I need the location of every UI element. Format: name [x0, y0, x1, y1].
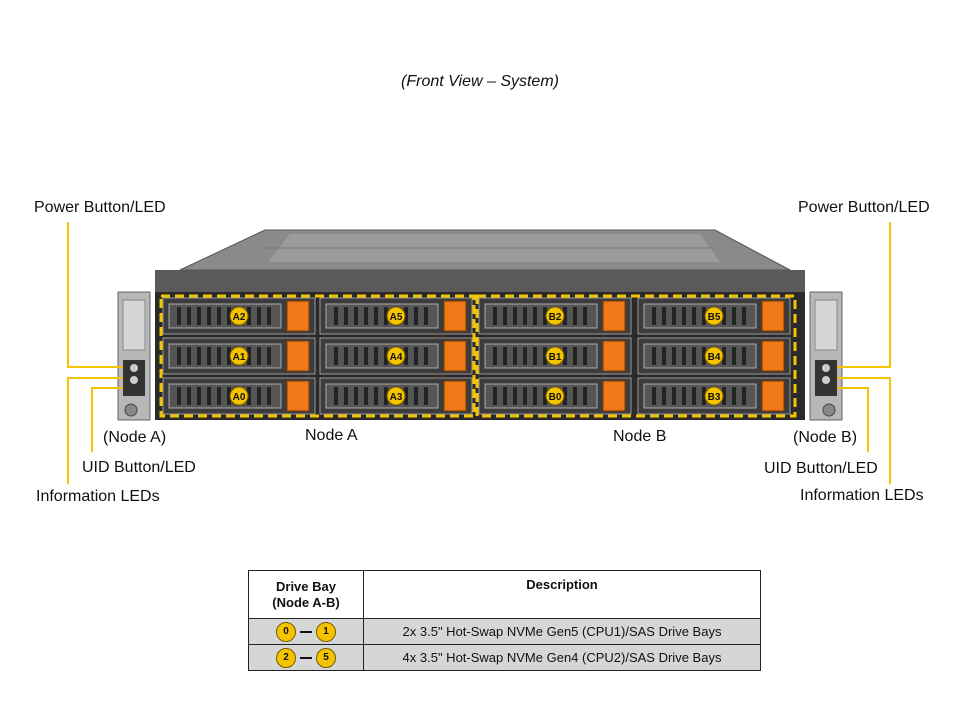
node-b-outline — [475, 294, 797, 418]
table-header-bay: Drive Bay (Node A-B) — [248, 570, 364, 619]
bay-label: A5 — [390, 312, 403, 323]
drive-bay-a0[interactable]: A0 — [162, 377, 316, 415]
node-a-outline — [159, 294, 476, 418]
bay-label-badge — [545, 386, 565, 406]
bay-label: B5 — [708, 312, 721, 323]
drive-bay-a3[interactable]: A3 — [319, 377, 473, 415]
leader-right-info — [837, 377, 891, 484]
bay-badge: 1 — [316, 621, 336, 642]
callout-right-uid: UID Button/LED — [764, 460, 878, 477]
drive-latch[interactable] — [761, 300, 785, 332]
drive-latch[interactable] — [602, 340, 626, 372]
bay-label-badge — [704, 306, 724, 326]
leader-right-uid — [837, 387, 869, 452]
drive-latch[interactable] — [443, 300, 467, 332]
callout-right-power: Power Button/LED — [798, 199, 930, 216]
leader-right-power — [837, 222, 891, 368]
bay-label: B4 — [708, 352, 721, 363]
label-node-a: Node A — [305, 427, 358, 444]
drive-bay-b4[interactable]: B4 — [637, 337, 791, 375]
drive-latch[interactable] — [761, 380, 785, 412]
bay-label-badge — [545, 346, 565, 366]
drive-latch[interactable] — [602, 300, 626, 332]
chassis-front-bezel — [155, 270, 805, 292]
drive-bay-a2[interactable]: A2 — [162, 297, 316, 335]
label-node-b: Node B — [613, 428, 667, 445]
bay-label-badge — [386, 306, 406, 326]
bay-label: B3 — [708, 392, 721, 403]
drive-latch[interactable] — [443, 340, 467, 372]
drive-bay-a5[interactable]: A5 — [319, 297, 473, 335]
bay-label: B1 — [549, 352, 562, 363]
drive-bay-b0[interactable]: B0 — [478, 377, 632, 415]
leader-left-power — [67, 222, 123, 368]
bay-label: B0 — [549, 392, 562, 403]
drive-bay-b3[interactable]: B3 — [637, 377, 791, 415]
drive-latch[interactable] — [286, 340, 310, 372]
drive-bay-b5[interactable]: B5 — [637, 297, 791, 335]
bay-label: A0 — [233, 392, 246, 403]
callout-right-info: Information LEDs — [800, 487, 924, 504]
drive-bay-a4[interactable]: A4 — [319, 337, 473, 375]
page-title: (Front View – System) — [401, 73, 559, 90]
drive-bay-b2[interactable]: B2 — [478, 297, 632, 335]
bay-label: A3 — [390, 392, 403, 403]
table-header-description: Description — [363, 570, 761, 619]
bay-label: B2 — [549, 312, 562, 323]
bay-label-badge — [704, 386, 724, 406]
bay-label-badge — [545, 306, 565, 326]
header-bay-label: Drive Bay — [276, 578, 336, 594]
bay-badge: 2 — [276, 647, 296, 668]
bay-label-badge — [386, 346, 406, 366]
callout-left-node: (Node A) — [103, 429, 167, 446]
callout-left-info: Information LEDs — [36, 488, 160, 505]
bay-description: 4x 3.5" Hot-Swap NVMe Gen4 (CPU2)/SAS Dr… — [363, 644, 761, 671]
bay-label-badge — [386, 386, 406, 406]
bay-badge: 0 — [276, 621, 296, 642]
callout-left-power: Power Button/LED — [34, 199, 166, 216]
callout-left-uid: UID Button/LED — [82, 459, 196, 476]
bay-label: A4 — [390, 352, 403, 363]
drive-latch[interactable] — [286, 300, 310, 332]
bay-label: A2 — [233, 312, 246, 323]
bay-label-badge — [704, 346, 724, 366]
drive-bay-a1[interactable]: A1 — [162, 337, 316, 375]
drive-latch[interactable] — [443, 380, 467, 412]
drive-latch[interactable] — [761, 340, 785, 372]
bay-label: A1 — [233, 352, 246, 363]
leader-left-info — [67, 377, 123, 484]
callout-right-node: (Node B) — [793, 429, 858, 446]
bay-label-badge — [229, 306, 249, 326]
drive-bay-b1[interactable]: B1 — [478, 337, 632, 375]
bay-label-badge — [229, 346, 249, 366]
leader-left-uid — [91, 387, 123, 452]
bay-description: 2x 3.5" Hot-Swap NVMe Gen5 (CPU1)/SAS Dr… — [363, 618, 761, 645]
drive-latch[interactable] — [602, 380, 626, 412]
bay-badge: 5 — [316, 647, 336, 668]
header-bay-sublabel: (Node A-B) — [272, 594, 340, 610]
drive-latch[interactable] — [286, 380, 310, 412]
bay-label-badge — [229, 386, 249, 406]
